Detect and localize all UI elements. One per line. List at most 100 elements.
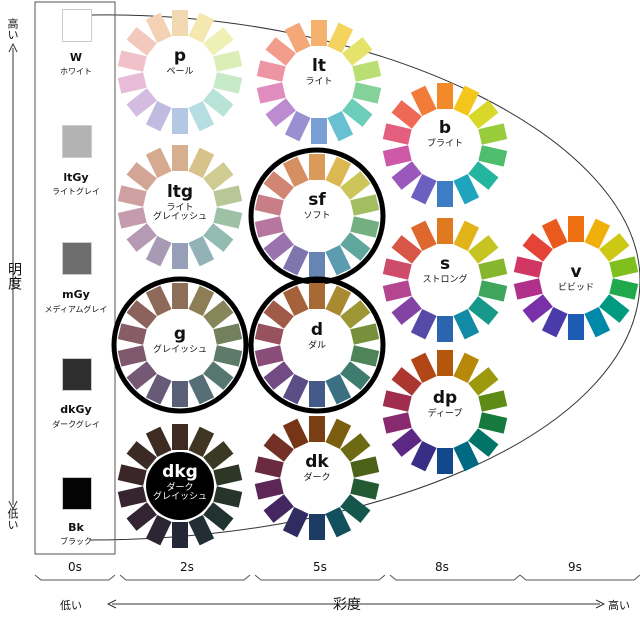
hue-swatch xyxy=(265,98,296,127)
hue-swatch xyxy=(145,426,172,458)
tone-wheel-g xyxy=(111,276,249,414)
tone-wheel-p xyxy=(117,10,243,134)
hue-swatch xyxy=(203,361,234,390)
tone-name: ブライト xyxy=(426,139,463,149)
tone-label-v: v ビビッド xyxy=(531,264,621,293)
tone-label-s: s ストロング xyxy=(400,256,490,285)
tone-name: ソフト xyxy=(303,211,331,221)
hue-swatch xyxy=(468,100,499,129)
hue-swatch xyxy=(325,285,352,317)
hue-swatch xyxy=(513,256,543,278)
hue-swatch xyxy=(437,181,453,207)
hue-swatch xyxy=(478,280,508,302)
hue-swatch xyxy=(213,50,243,72)
hue-swatch xyxy=(541,218,568,250)
tone-name: グレイッシュ xyxy=(152,345,207,355)
hue-swatch xyxy=(145,100,172,132)
hue-swatch xyxy=(145,147,172,179)
tone-code: d xyxy=(310,320,324,340)
tone-code: v xyxy=(570,262,582,282)
tone-label-dp: dp ディープ xyxy=(400,390,490,419)
wheel-center xyxy=(146,311,214,379)
hue-swatch xyxy=(188,100,215,132)
tone-code: s xyxy=(439,254,451,274)
hue-swatch xyxy=(340,300,371,329)
hue-swatch xyxy=(352,60,382,82)
hue-swatch xyxy=(340,433,371,462)
hue-swatch xyxy=(382,145,412,167)
hue-swatch xyxy=(584,306,611,338)
gray-code: Bk xyxy=(68,521,84,534)
hue-swatch xyxy=(391,428,422,457)
hue-swatch xyxy=(382,390,412,412)
hue-swatch xyxy=(203,441,234,470)
hue-swatch xyxy=(311,20,327,46)
lightness-high-label: 高い xyxy=(6,18,19,40)
hue-swatch xyxy=(325,244,352,276)
hue-swatch xyxy=(609,256,639,278)
lightness-axis-title: 明度 xyxy=(6,262,22,290)
hue-swatch xyxy=(254,478,284,500)
highlight-ring xyxy=(111,276,249,414)
tone-name: ストロング xyxy=(422,275,468,285)
hue-swatch xyxy=(254,194,284,216)
hue-swatch xyxy=(117,50,147,72)
saturation-column-bracket xyxy=(34,574,116,581)
hue-swatch xyxy=(513,278,543,300)
hue-swatch xyxy=(265,37,296,66)
hue-swatch xyxy=(522,233,553,262)
hue-swatch xyxy=(468,296,499,325)
tone-label-dkg: dkg ダーク グレイッシュ xyxy=(135,464,225,502)
hue-swatch xyxy=(391,100,422,129)
saturation-low-label: 低い xyxy=(60,599,82,612)
wheel-center xyxy=(283,311,351,379)
hue-swatch xyxy=(282,506,309,538)
lightness-low-label: 低い xyxy=(6,508,19,530)
hue-swatch xyxy=(468,367,499,396)
gray-code: dkGy xyxy=(60,403,92,416)
hue-swatch xyxy=(282,418,309,450)
hue-swatch xyxy=(410,173,437,205)
hue-swatch xyxy=(126,162,157,191)
gray-swatch-mgy xyxy=(62,242,92,275)
hue-swatch xyxy=(609,278,639,300)
wheel-center xyxy=(283,444,351,512)
wheel-center xyxy=(146,38,214,106)
gray-name: ブラック xyxy=(60,537,92,546)
tone-code: dp xyxy=(432,388,458,408)
hue-swatch xyxy=(453,440,480,472)
hue-swatch xyxy=(391,235,422,264)
hue-swatch xyxy=(282,373,309,405)
saturation-column-bracket xyxy=(519,574,640,581)
hue-swatch xyxy=(453,85,480,117)
hue-swatch xyxy=(254,323,284,345)
tone-code: g xyxy=(173,324,187,344)
gray-name: ダークグレイ xyxy=(52,420,100,429)
wheel-center xyxy=(411,246,479,314)
saturation-column-label: 9s xyxy=(568,560,582,574)
hue-swatch xyxy=(172,424,188,450)
hue-swatch xyxy=(478,145,508,167)
hue-swatch xyxy=(126,502,157,531)
wheel-center xyxy=(146,452,214,520)
tone-wheel-s xyxy=(382,218,508,342)
hue-swatch xyxy=(437,218,453,244)
tone-wheel-dp xyxy=(382,350,508,474)
hue-swatch xyxy=(203,502,234,531)
hue-swatch xyxy=(126,441,157,470)
hue-swatch xyxy=(568,314,584,340)
saturation-arrow-left xyxy=(106,599,117,609)
tone-name: ダル xyxy=(307,341,326,351)
hue-swatch xyxy=(350,194,380,216)
hue-swatch xyxy=(584,218,611,250)
lightness-arrow-up xyxy=(8,42,18,53)
hue-swatch xyxy=(172,243,188,269)
hue-swatch xyxy=(117,72,147,94)
hue-swatch xyxy=(172,108,188,134)
highlight-ring xyxy=(248,147,386,285)
hue-swatch xyxy=(342,98,373,127)
tone-label-g: g グレイッシュ xyxy=(135,326,225,355)
saturation-column-label: 2s xyxy=(180,560,194,574)
wheel-center xyxy=(146,173,214,241)
